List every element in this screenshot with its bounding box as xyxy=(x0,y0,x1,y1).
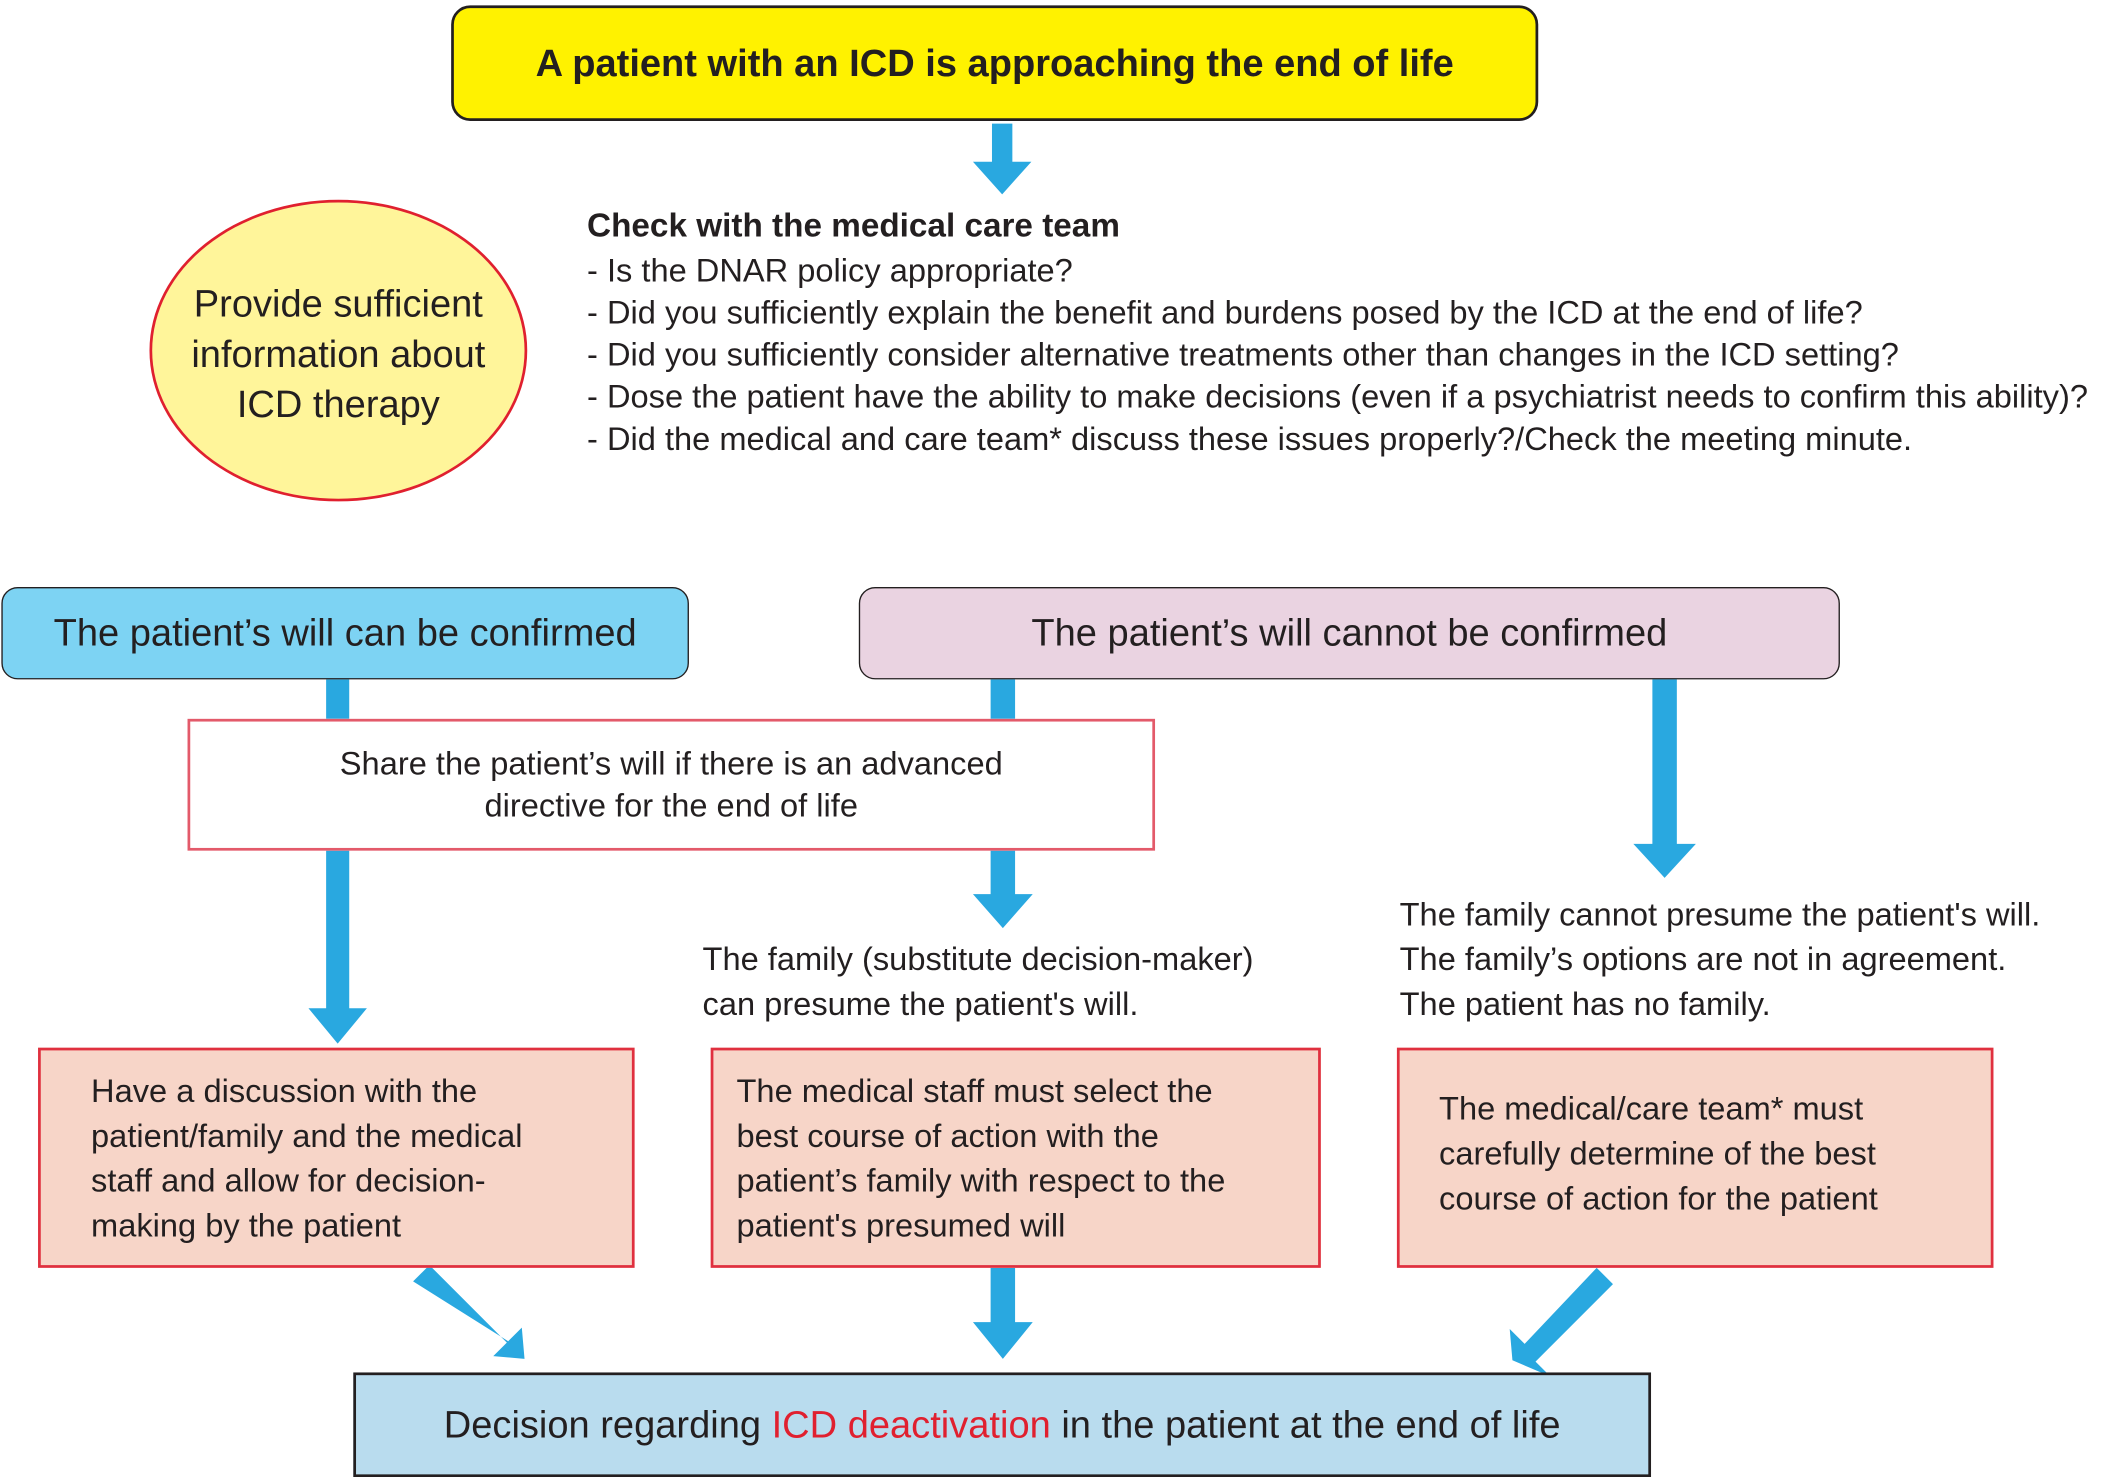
action-left-line-2: patient/family and the medical xyxy=(91,1118,523,1156)
arrow-not-confirmed-stub xyxy=(990,679,1016,719)
action-box-discussion: Have a discussion with the patient/famil… xyxy=(38,1047,635,1268)
action-left-line-3: staff and allow for decision- xyxy=(91,1163,486,1200)
action-middle-line-1: The medical staff must select the xyxy=(736,1073,1213,1111)
arrow-share-to-family-presume xyxy=(972,850,1033,929)
action-box-care-team: The medical/care team* must carefully de… xyxy=(1396,1047,1994,1268)
family-cannot-line-3: The patient has no family. xyxy=(1399,986,1771,1024)
share-will-text: Share the patient’s will if there is an … xyxy=(340,743,1003,827)
will-not-confirmed-box: The patient’s will cannot be confirmed xyxy=(858,587,1840,680)
action-middle-line-2: best course of action with the xyxy=(736,1118,1159,1156)
arrow-title-down xyxy=(972,123,1032,195)
will-not-confirmed-text: The patient’s will cannot be confirmed xyxy=(1031,611,1668,654)
checklist-item: - Did you sufficiently consider alternat… xyxy=(587,336,1899,374)
decision-text: Decision regarding ICD deactivation in t… xyxy=(444,1403,1561,1446)
action-right-line-1: The medical/care team* must xyxy=(1439,1091,1864,1128)
arrow-share-to-left-action xyxy=(308,850,367,1044)
action-middle-line-3: patient’s family with respect to the xyxy=(736,1163,1226,1200)
will-confirmed-text: The patient’s will can be confirmed xyxy=(53,611,637,654)
arrow-left-to-decision xyxy=(413,1265,525,1359)
family-presume-line-2: can presume the patient's will. xyxy=(702,986,1139,1024)
info-line-1: Provide sufficient xyxy=(193,281,483,325)
family-cannot-line-1: The family cannot presume the patient's … xyxy=(1399,896,2041,934)
action-middle-line-4: patient's presumed will xyxy=(736,1208,1066,1245)
checklist-item: - Dose the patient have the ability to m… xyxy=(587,379,2088,416)
family-cannot-line-2: The family’s options are not in agreemen… xyxy=(1399,941,2007,979)
decision-suffix: in the patient at the end of life xyxy=(1050,1403,1561,1446)
share-will-box: Share the patient’s will if there is an … xyxy=(187,718,1156,851)
checklist-heading: Check with the medical care team xyxy=(587,207,1120,245)
action-left-line-1: Have a discussion with the xyxy=(91,1073,478,1111)
decision-prefix: Decision regarding xyxy=(443,1403,772,1446)
family-presume-text: The family (substitute decision-maker) c… xyxy=(703,938,1369,1028)
action-right-line-2: carefully determine of the best xyxy=(1439,1136,1876,1173)
decision-highlight: ICD deactivation xyxy=(771,1403,1051,1446)
info-line-2: information about xyxy=(191,332,486,375)
checklist-item: - Did the medical and care team* discuss… xyxy=(587,421,1913,458)
arrow-right-to-decision xyxy=(1509,1267,1613,1377)
title-box: A patient with an ICD is approaching the… xyxy=(451,5,1539,121)
will-confirmed-box: The patient’s will can be confirmed xyxy=(1,587,689,680)
info-ellipse-text: Provide sufficient information about ICD… xyxy=(191,278,485,429)
decision-box: Decision regarding ICD deactivation in t… xyxy=(353,1372,1652,1477)
family-presume-line-1: The family (substitute decision-maker) xyxy=(702,941,1254,979)
action-box-presumed-will: The medical staff must select the best c… xyxy=(710,1047,1321,1268)
arrow-confirmed-stub xyxy=(326,679,350,719)
family-cannot-text: The family cannot presume the patient's … xyxy=(1400,893,2128,1028)
arrow-middle-to-decision xyxy=(972,1267,1033,1359)
checklist-item: - Did you sufficiently explain the benef… xyxy=(587,294,1863,332)
share-line-2: directive for the end of life xyxy=(484,787,858,825)
info-ellipse: Provide sufficient information about ICD… xyxy=(149,199,528,502)
action-right-line-3: course of action for the patient xyxy=(1439,1180,1878,1218)
checklist: Check with the medical care team - Is th… xyxy=(587,205,2123,460)
action-left-line-4: making by the patient xyxy=(91,1208,402,1245)
arrow-not-confirmed-to-family-cannot xyxy=(1633,679,1696,878)
info-line-3: ICD therapy xyxy=(236,382,440,425)
share-line-1: Share the patient’s will if there is an … xyxy=(339,745,1003,783)
checklist-item: - Is the DNAR policy appropriate? xyxy=(587,252,1073,290)
title-text: A patient with an ICD is approaching the… xyxy=(535,41,1454,84)
